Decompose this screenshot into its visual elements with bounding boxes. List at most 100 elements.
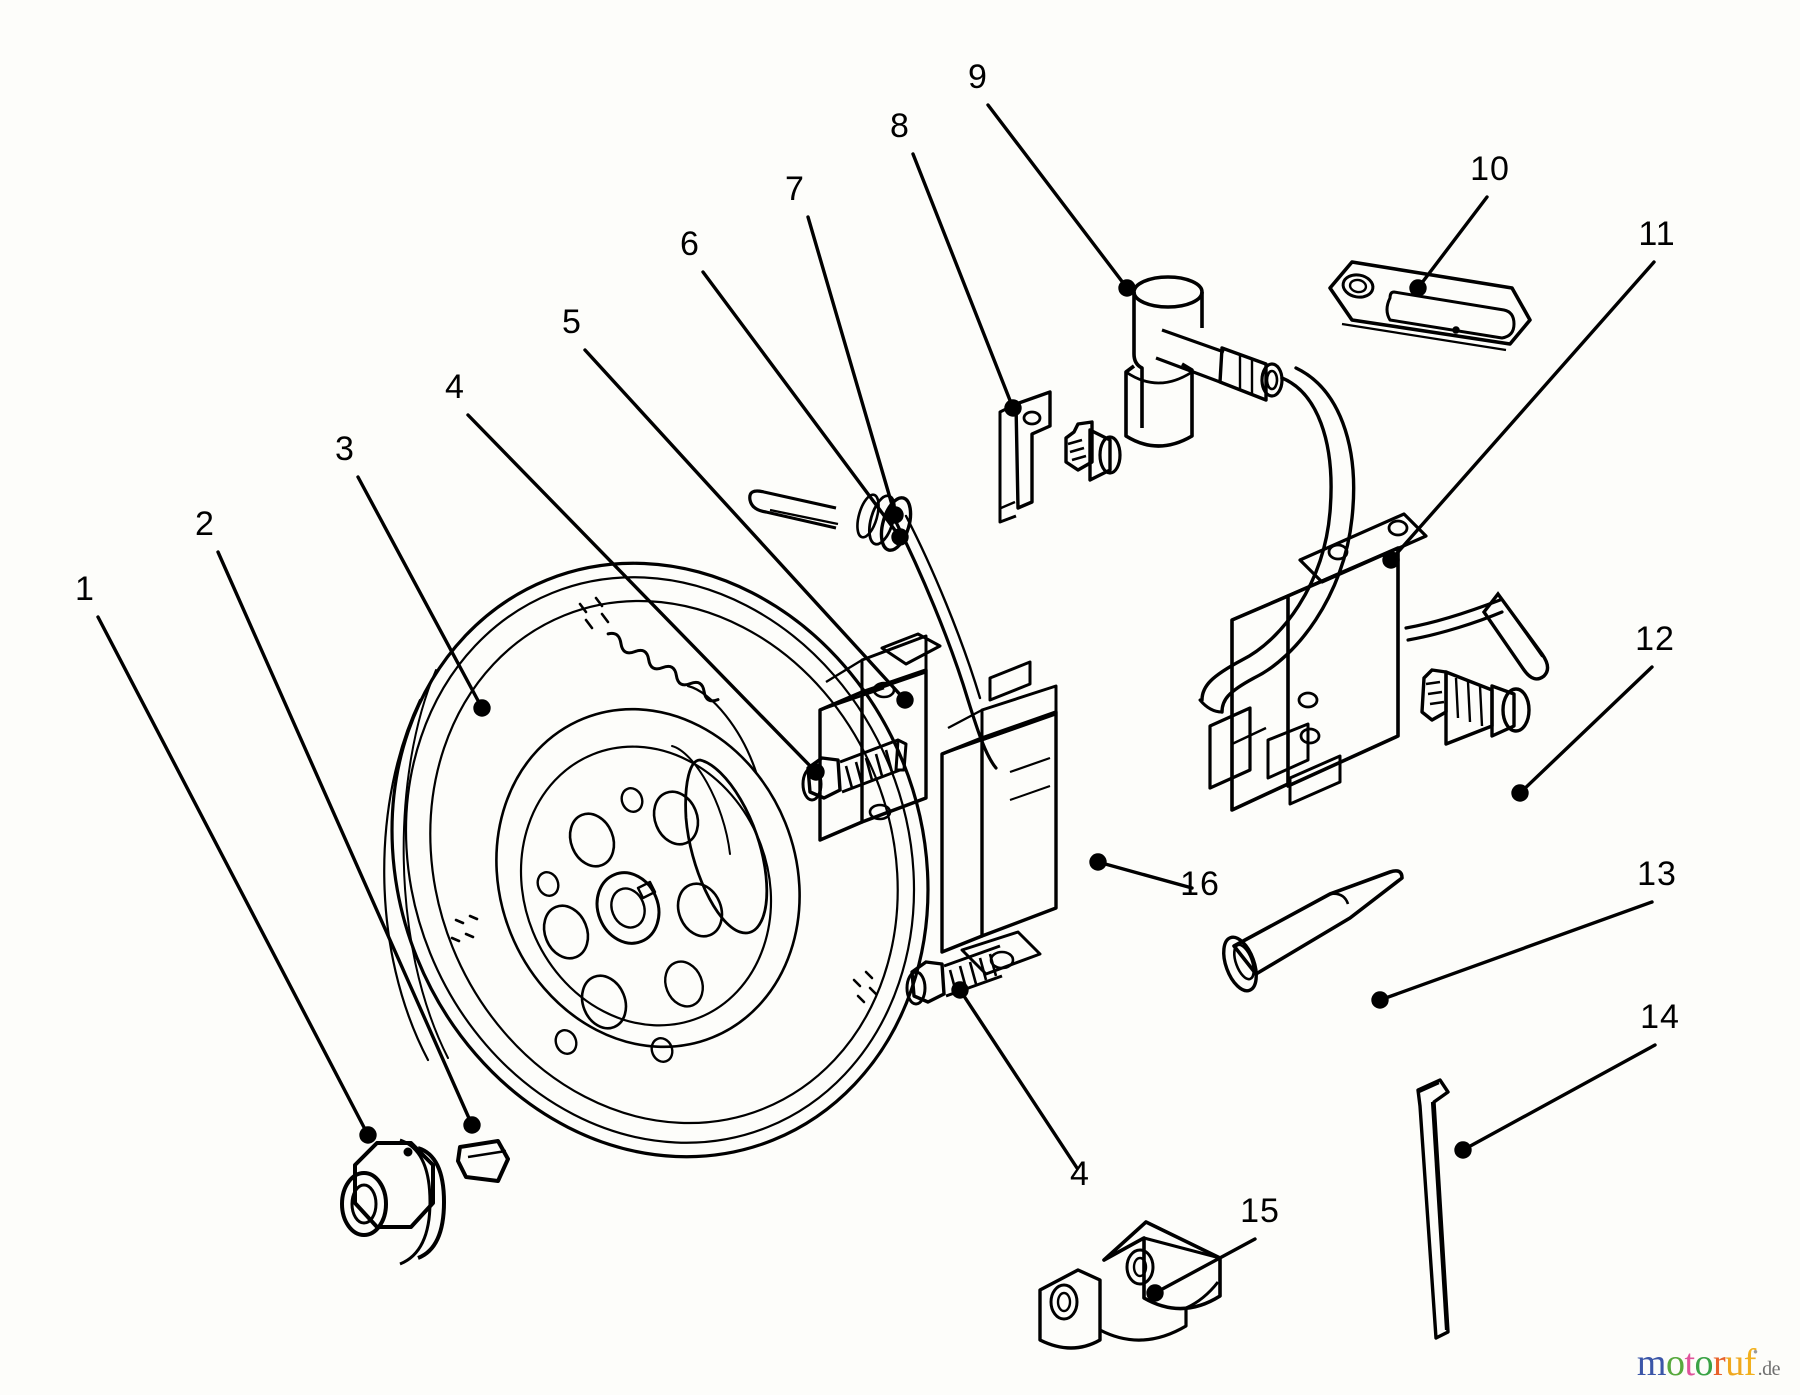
callout-label-5[interactable]: 5 [562, 303, 582, 341]
flywheel-small-hole-3 [650, 1037, 674, 1063]
ht-lead-tip [1198, 698, 1224, 714]
wire-lead-path-2 [904, 514, 982, 700]
clamp-bottom-right [1185, 1281, 1220, 1310]
leader-line-13 [1378, 900, 1654, 1002]
callout-label-7[interactable]: 7 [785, 170, 805, 208]
callout-label-13[interactable]: 13 [1637, 855, 1677, 893]
wire-lead-path [893, 518, 998, 770]
flywheel-hole-3 [542, 904, 590, 960]
boot-neck-top [1161, 328, 1225, 354]
screw12-shank-threads [1454, 677, 1484, 727]
module-upper-seam-2 [1009, 785, 1051, 801]
rubber-sleeve-part-13 [1222, 869, 1404, 993]
coil-mount-plate-edge [1231, 726, 1267, 746]
boot-lower-skirt [1124, 362, 1194, 448]
terminal-strap-hole [1022, 410, 1042, 426]
boot-connector-bore [1265, 369, 1279, 391]
coil-secondary-lead [1404, 591, 1550, 681]
leader-line-1 [96, 615, 370, 1137]
callout-label-2[interactable]: 2 [195, 505, 215, 543]
flywheel-break-marks-right [852, 970, 878, 1004]
leader-dot-5 [896, 691, 914, 709]
leader-line-2 [216, 550, 474, 1127]
coil-bottom-foot [1288, 754, 1342, 806]
callout-label-9[interactable]: 9 [968, 58, 988, 96]
flywheel-ring-gear-teeth [606, 631, 720, 703]
grommet-collar-inner-2 [856, 493, 880, 539]
dipstick-blade-crease [1430, 1101, 1448, 1331]
flywheel-face-edge-left2 [402, 669, 449, 1059]
leader-line-6 [701, 270, 902, 539]
flywheel-keyway [636, 880, 657, 900]
ignition-module-upper-part-16 [940, 660, 1058, 976]
flywheel-small-hole-4 [554, 1029, 578, 1055]
flange-nut-flange-arc [417, 1146, 446, 1260]
callout-label-10[interactable]: 10 [1470, 150, 1510, 188]
module-upper-seam-1 [1009, 756, 1051, 774]
bolt-head-face [1098, 435, 1122, 475]
flywheel-vane-slot-2 [686, 684, 758, 774]
leader-line-9 [986, 103, 1129, 290]
clamp-tab-lower [1038, 1268, 1102, 1350]
flywheel-hole-1 [568, 812, 616, 868]
callout-label-12[interactable]: 12 [1635, 620, 1675, 658]
flywheel-hole-2 [652, 790, 700, 846]
clamp-hole-upper-inner [1132, 1256, 1148, 1278]
coil-lead-wire-bottom [1406, 610, 1504, 642]
module-wire-lead-part-7 [893, 514, 998, 770]
clamp-bracket-part-15 [1038, 1220, 1222, 1350]
flywheel-center-bore-inner [610, 887, 646, 929]
ignition-coil-part-11 [1208, 512, 1428, 812]
flange-nut-flange-arc-2 [399, 1138, 432, 1266]
callout-label-16[interactable]: 16 [1180, 865, 1220, 903]
flywheel-hub-ring [495, 707, 801, 1049]
callout-label-1[interactable]: 1 [75, 570, 95, 608]
callout-label-3[interactable]: 3 [335, 430, 355, 468]
flywheel-outer-rim [390, 561, 930, 1159]
callout-label-14[interactable]: 14 [1640, 998, 1680, 1036]
bolt-thread-lines [1067, 438, 1087, 462]
motoruf-watermark: motoruf•.de [1636, 1341, 1781, 1385]
clamp-top-edge [1143, 1236, 1221, 1260]
screw-hex-head-part-12 [1420, 668, 1531, 746]
flywheel-assembly [383, 561, 930, 1159]
flywheel-rim-step [429, 599, 899, 1125]
callout-label-15[interactable]: 15 [1240, 1192, 1280, 1230]
key-bar-eye-hole [1341, 273, 1375, 299]
screw-upper-threads [844, 749, 894, 789]
grommet-collar-outer [879, 496, 913, 552]
screw-upper-tip [894, 738, 908, 772]
screw12-flange [1490, 684, 1516, 738]
sleeve-bore [1232, 943, 1256, 981]
screw-lower-shank-top [943, 944, 1001, 968]
dipstick-blade [1416, 1078, 1450, 1340]
flat-key-bar-part-10 [1328, 260, 1532, 352]
screw-lower-head [910, 960, 946, 1004]
callout-label-11[interactable]: 11 [1638, 215, 1675, 253]
callout-label-8[interactable]: 8 [890, 107, 910, 145]
watermark-letter-0: m [1636, 1342, 1667, 1384]
flywheel-break-marks-left [450, 914, 479, 943]
callout-label-4[interactable]: 4 [445, 368, 465, 406]
flange-nut-detail-dot [403, 1147, 413, 1157]
callout-label-4b[interactable]: 4 [1070, 1155, 1090, 1193]
leader-dot-14 [1454, 1141, 1472, 1159]
watermark-letter-2: t [1684, 1342, 1695, 1384]
screw-lower-head-face [905, 970, 927, 1006]
leader-line-4 [466, 413, 818, 774]
sleeve-open-end [1222, 935, 1258, 993]
leader-line-5 [583, 348, 907, 702]
leader-dot-7 [886, 506, 904, 524]
terminal-strap-bottom-edge [1000, 500, 1016, 510]
coil-bracket-hole-1 [1327, 543, 1349, 561]
coil-lead-terminal [1481, 591, 1550, 681]
leader-line-15 [1153, 1237, 1257, 1295]
flywheel-face-edge-left [383, 698, 430, 1062]
screw-upper-shank-top [839, 738, 899, 764]
leader-line-14 [1461, 1043, 1657, 1152]
leader-dot-12 [1511, 784, 1529, 802]
flywheel-hole-5 [580, 974, 628, 1030]
flywheel-hole-4 [676, 882, 724, 938]
module-upper-lam-edge [947, 708, 983, 730]
callout-label-6[interactable]: 6 [680, 225, 700, 263]
